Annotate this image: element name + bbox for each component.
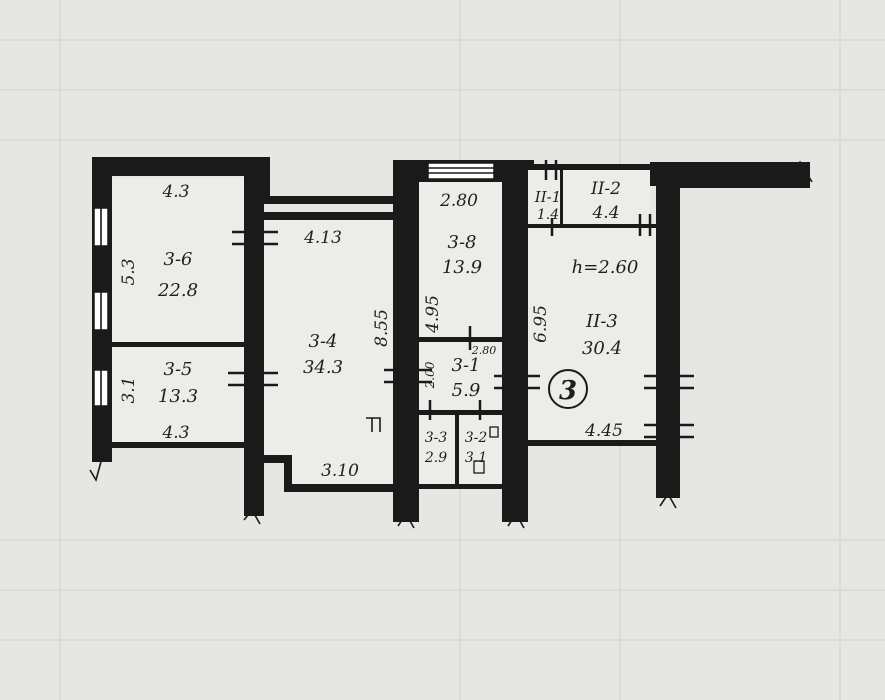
dimension-label: 5.3 (119, 258, 139, 285)
apartment-number: 3 (559, 376, 577, 406)
wall-3-1-3-3 (419, 410, 502, 415)
dimension-label: 4.3 (161, 423, 189, 443)
room-area: 22.8 (157, 280, 198, 301)
room-area: 2.9 (424, 450, 447, 466)
wall-ii-1-ii-2 (560, 168, 563, 226)
wall-3-5-bottom (110, 442, 250, 448)
wall-3-4-east (393, 160, 419, 522)
room-floors (112, 162, 656, 484)
room-area: 4.4 (591, 203, 619, 223)
door-marks (89, 160, 813, 529)
room-area: 34.3 (303, 357, 343, 378)
wall-ii-3-east (656, 186, 680, 498)
apartment-marker: 3 (548, 369, 588, 409)
wall-ii-3-bottom (528, 440, 658, 446)
room-name: 3-6 (164, 249, 193, 270)
dimension-label: 4.13 (303, 228, 342, 248)
room-name: 3-4 (309, 331, 338, 352)
room-area: 13.3 (158, 386, 198, 407)
wall-3-2-bottom (419, 484, 502, 489)
room-name: 3-1 (452, 355, 481, 376)
dimension-label: 4.95 (423, 295, 443, 334)
dimension-label: 2.80 (439, 191, 478, 211)
wall-ii-2-bottom (528, 224, 656, 228)
room-name: II-3 (585, 311, 618, 332)
dimension-label: 3.1 (119, 376, 139, 403)
room-name: 3-3 (425, 430, 448, 446)
wall-3-8-east (502, 160, 528, 522)
dimension-label: 3.10 (321, 461, 359, 481)
dimension-label: 4.45 (584, 421, 623, 441)
room-labels: 3-6 22.8 3-5 13.3 3-4 34.3 3-8 13.9 3-1 … (157, 179, 622, 466)
room-name: 3-2 (465, 430, 488, 446)
dimension-label: 6.95 (531, 305, 551, 343)
dimension-label: 8.55 (372, 309, 392, 347)
room-area: 13.9 (442, 257, 482, 278)
dimension-label: 2.80 (471, 344, 497, 357)
room-name: 3-5 (164, 359, 193, 380)
wall-3-8-3-1 (419, 337, 502, 342)
windows (93, 207, 109, 407)
room-name: II-2 (590, 179, 621, 199)
room-area: 30.4 (582, 338, 622, 359)
room-name: 3-8 (448, 232, 477, 253)
wall-3-4-bottom (264, 455, 393, 492)
dimension-label: 2.00 (423, 361, 437, 389)
wall-3-6-3-5 (110, 342, 246, 347)
room-area: 5.9 (452, 380, 481, 401)
wall-3-4-west (244, 176, 264, 516)
ceiling-height-label: h=2.60 (572, 257, 639, 278)
wall-3-3-3-2 (455, 413, 459, 485)
wall-3-4-top (244, 212, 399, 220)
room-area: 1.4 (537, 207, 559, 223)
room-area: 3.1 (465, 450, 487, 466)
room-name: II-1 (534, 188, 561, 206)
dimension-label: 4.3 (161, 182, 189, 202)
dimension-labels: 4.3 5.3 3.1 4.3 4.13 8.55 3.10 2.80 4.95… (119, 182, 638, 481)
apartment-circle (548, 369, 588, 409)
